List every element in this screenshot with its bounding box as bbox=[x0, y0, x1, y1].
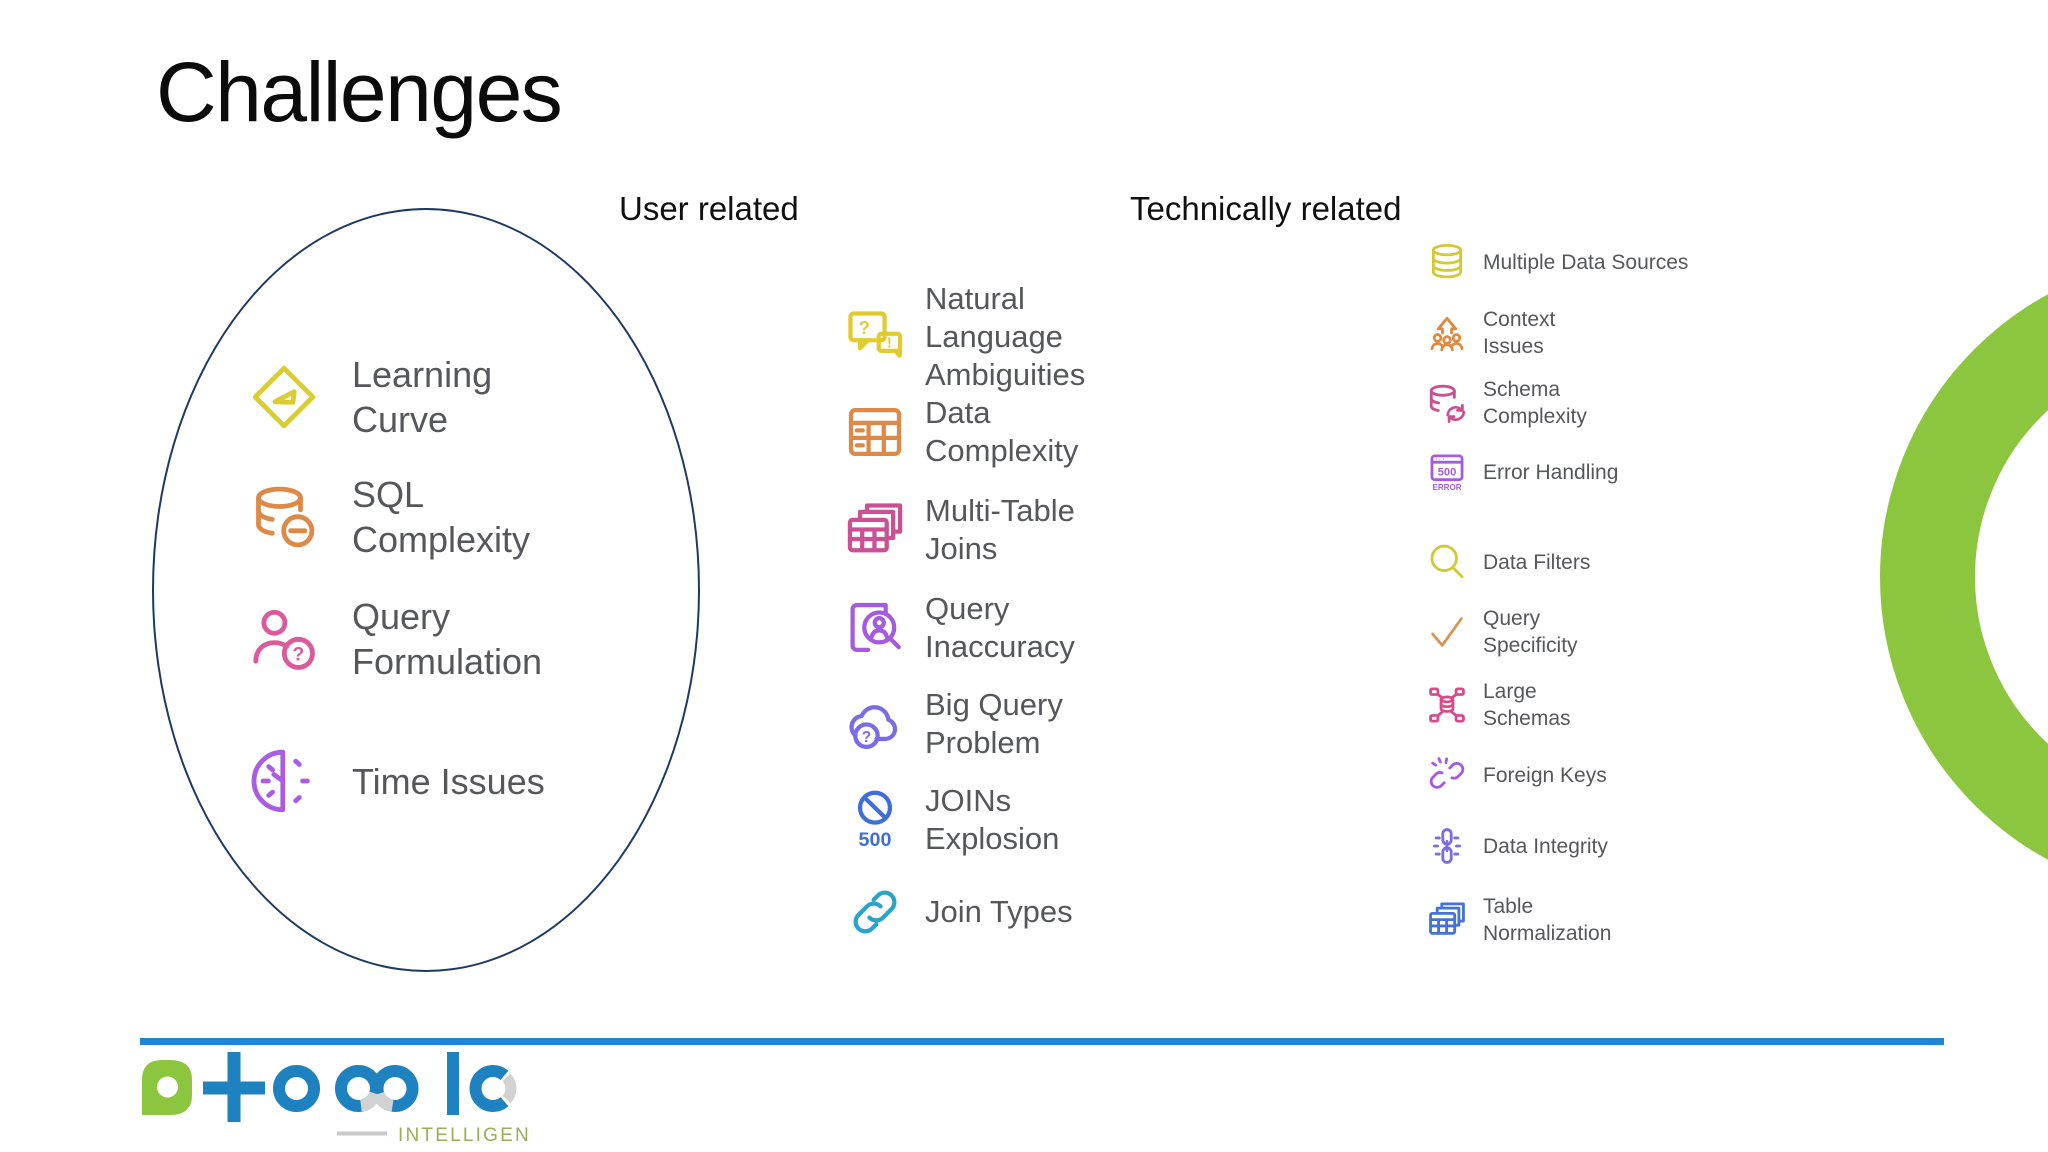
cloud-question-icon: ? bbox=[843, 692, 907, 756]
core-challenges-ellipse bbox=[152, 208, 700, 972]
list-item: Join Types bbox=[843, 880, 1073, 944]
person-question-icon: ? bbox=[248, 603, 320, 675]
list-item: Large Schemas bbox=[1426, 678, 1571, 732]
schema-nodes-icon bbox=[1426, 684, 1468, 726]
list-item: Multiple Data Sources bbox=[1426, 241, 1688, 283]
logo-letter-o bbox=[273, 1065, 320, 1112]
list-item: Context Issues bbox=[1426, 306, 1555, 360]
logo-gray-arc-left bbox=[359, 1091, 382, 1112]
list-item-label: Data Complexity bbox=[925, 395, 1079, 468]
logo-letter-plus bbox=[203, 1052, 265, 1122]
list-item: Data Integrity bbox=[1426, 825, 1608, 867]
logo-letter-i bbox=[447, 1052, 459, 1115]
list-item-label: Multiple Data Sources bbox=[1483, 250, 1689, 274]
list-item: 500 ERROR Error Handling bbox=[1426, 451, 1618, 493]
broken-link-icon bbox=[1426, 754, 1468, 796]
doc-magnifier-icon bbox=[843, 596, 907, 660]
database-sync-icon bbox=[1426, 382, 1468, 424]
diamond-pencil-icon bbox=[248, 361, 320, 433]
list-item: Multi-Table Joins bbox=[843, 492, 1075, 568]
technically-related-header: Technically related bbox=[1130, 190, 1402, 227]
logo-gray-arc-right bbox=[372, 1091, 394, 1112]
svg-text:?: ? bbox=[859, 317, 870, 338]
page-title: Challenges bbox=[156, 45, 563, 139]
list-item: ? Big Query Problem bbox=[843, 686, 1063, 762]
list-item: Learning Curve bbox=[248, 352, 492, 442]
half-clock-icon bbox=[248, 745, 320, 817]
database-icon bbox=[1426, 241, 1468, 283]
decorative-green-ring-shape bbox=[1880, 255, 2048, 899]
list-item: Schema Complexity bbox=[1426, 376, 1587, 430]
list-item: Data Complexity bbox=[843, 394, 1078, 470]
list-item-label: Join Types bbox=[925, 894, 1073, 929]
list-item: Query Inaccuracy bbox=[843, 590, 1075, 666]
stacked-tables-icon bbox=[843, 498, 907, 562]
list-item: Data Filters bbox=[1426, 541, 1590, 583]
no-entry-icon: 500 bbox=[843, 788, 907, 852]
list-item-label: JOINs Explosion bbox=[925, 783, 1060, 856]
logo-letter-c bbox=[469, 1065, 509, 1112]
list-item-label: Schema Complexity bbox=[1483, 378, 1587, 428]
list-item-label: Query Specificity bbox=[1483, 607, 1578, 657]
chat-bubbles-icon: ? ! bbox=[843, 305, 907, 369]
list-item-label: SQL Complexity bbox=[352, 474, 531, 560]
list-item: Foreign Keys bbox=[1426, 754, 1607, 796]
svg-text:500: 500 bbox=[1438, 466, 1457, 478]
logo-dash bbox=[337, 1131, 387, 1136]
list-item: SQL Complexity bbox=[248, 472, 530, 562]
error-window-icon: 500 ERROR bbox=[1426, 451, 1468, 493]
stacked-tables-icon bbox=[1426, 899, 1468, 941]
logo-letter-c-gray-arc bbox=[502, 1073, 517, 1104]
list-item: Table Normalization bbox=[1426, 893, 1611, 947]
chain-link-icon bbox=[843, 880, 907, 944]
list-item: Time Issues bbox=[248, 745, 545, 817]
list-item: Query Specificity bbox=[1426, 605, 1578, 659]
list-item-label: Context Issues bbox=[1483, 308, 1556, 358]
list-item-label: Query Inaccuracy bbox=[925, 591, 1075, 664]
atomic-logo: INTELLIGENCE bbox=[142, 1052, 532, 1144]
footer-divider-line bbox=[140, 1038, 1944, 1045]
logo-letter-o3 bbox=[371, 1065, 419, 1112]
list-item-label: Table Normalization bbox=[1483, 895, 1612, 945]
chain-vertical-icon bbox=[1426, 825, 1468, 867]
checkmark-icon bbox=[1426, 611, 1468, 653]
list-item-label: Learning Curve bbox=[352, 354, 493, 440]
svg-text:?: ? bbox=[862, 729, 871, 746]
list-item: 500 JOINs Explosion bbox=[843, 782, 1059, 858]
list-item-label: Time Issues bbox=[352, 760, 545, 802]
svg-text:!: ! bbox=[887, 335, 892, 352]
table-grid-icon bbox=[843, 400, 907, 464]
svg-text:ERROR: ERROR bbox=[1432, 483, 1461, 492]
list-item-label: Error Handling bbox=[1483, 460, 1619, 484]
list-item-label: Natural Language Ambiguities bbox=[925, 281, 1086, 392]
list-item-label: Data Filters bbox=[1483, 550, 1591, 574]
list-item: ? Query Formulation bbox=[248, 594, 542, 684]
magnifier-icon bbox=[1426, 541, 1468, 583]
svg-text:?: ? bbox=[293, 645, 305, 666]
list-item-label: Big Query Problem bbox=[925, 687, 1063, 760]
growth-people-icon bbox=[1426, 312, 1468, 354]
logo-tagline: INTELLIGENCE bbox=[398, 1125, 532, 1144]
svg-text:500: 500 bbox=[859, 829, 892, 851]
list-item: ? ! Natural Language Ambiguities bbox=[843, 280, 1085, 394]
database-minus-icon bbox=[248, 481, 320, 553]
list-item-label: Foreign Keys bbox=[1483, 763, 1607, 787]
list-item-label: Multi-Table Joins bbox=[925, 493, 1075, 566]
list-item-label: Data Integrity bbox=[1483, 834, 1608, 858]
user-related-header: User related bbox=[619, 190, 799, 227]
list-item-label: Query Formulation bbox=[352, 596, 543, 682]
list-item-label: Large Schemas bbox=[1483, 680, 1571, 730]
